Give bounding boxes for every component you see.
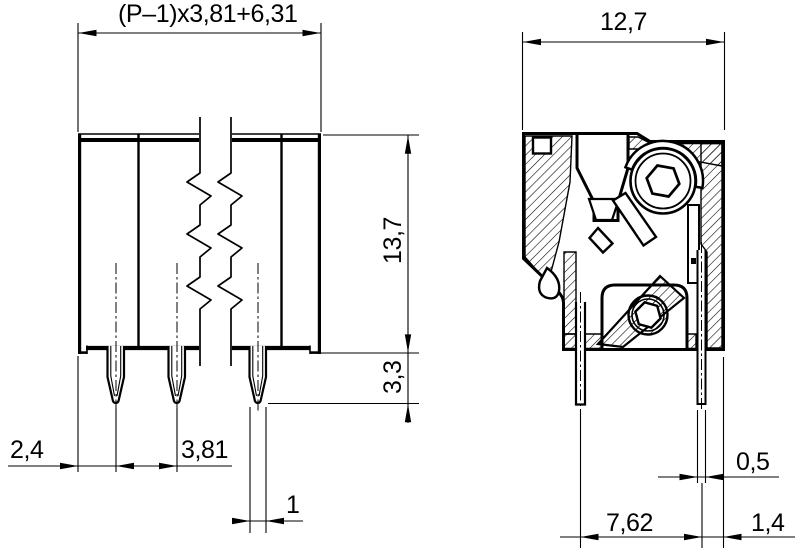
arrow-up-icon [404,135,412,154]
dim-total-width [77,23,322,132]
clamp-foot [587,226,615,255]
dim-pitch-group [8,356,232,472]
spring-channel [687,204,700,284]
arrow-right-icon [302,29,321,37]
side-view: 12,7 0,5 7,62 1,4 [521,8,795,548]
dim-label-pitch: 3,81 [181,436,228,464]
arrow-left-icon [116,462,134,470]
front-pins [106,263,268,413]
clamp-screw-lower [627,258,696,336]
contact-insert [587,197,621,222]
arrow-right-icon [159,462,177,470]
dim-label-pin-width: 1 [286,491,300,519]
arrow-right-icon [232,517,250,525]
side-pins [574,242,707,414]
arrow-up-icon [404,404,412,423]
funnel-lip [537,266,561,300]
arrow-left-icon [723,533,742,541]
front-view: (P–1)x3,81+6,31 13,7 3,3 2,4 3,81 1 [8,0,419,533]
arrow-left-icon [266,517,284,525]
arrow-left-icon [523,38,541,46]
clamp-screw-upper [629,147,697,215]
dim-label-total-width: (P–1)x3,81+6,31 [118,0,298,28]
clamp-arm [611,191,658,248]
dim-pin-offset-group [560,357,795,548]
break-lines [186,117,243,366]
dim-label-pin-length: 3,3 [379,360,407,394]
dim-label-pin-thickness: 0,5 [736,448,770,476]
hex-socket-icon [645,164,681,198]
dim-label-pin-to-edge: 1,4 [751,509,785,537]
dim-pin-width-group [232,407,303,533]
mounting-slot [531,136,553,155]
arrow-down-icon [404,334,412,353]
arrow-right-icon [60,462,78,470]
arrow-left-icon [580,533,599,541]
arrow-left-icon [705,473,724,481]
arrow-left-icon [78,29,97,37]
dim-label-depth: 12,7 [600,8,647,36]
spring-detail [691,258,696,264]
arrow-right-icon [706,38,724,46]
dim-label-edge-to-pin: 2,4 [10,436,44,464]
dim-height-stack [268,134,419,423]
arrow-right-icon [679,473,698,481]
hex-socket-icon [634,301,662,329]
dim-label-pin-offset: 7,62 [606,509,653,537]
dim-pin-thickness-group [658,410,779,483]
dim-label-body-height: 13,7 [379,217,407,264]
arrow-right-icon [684,533,702,541]
dim-depth-group [521,32,726,130]
